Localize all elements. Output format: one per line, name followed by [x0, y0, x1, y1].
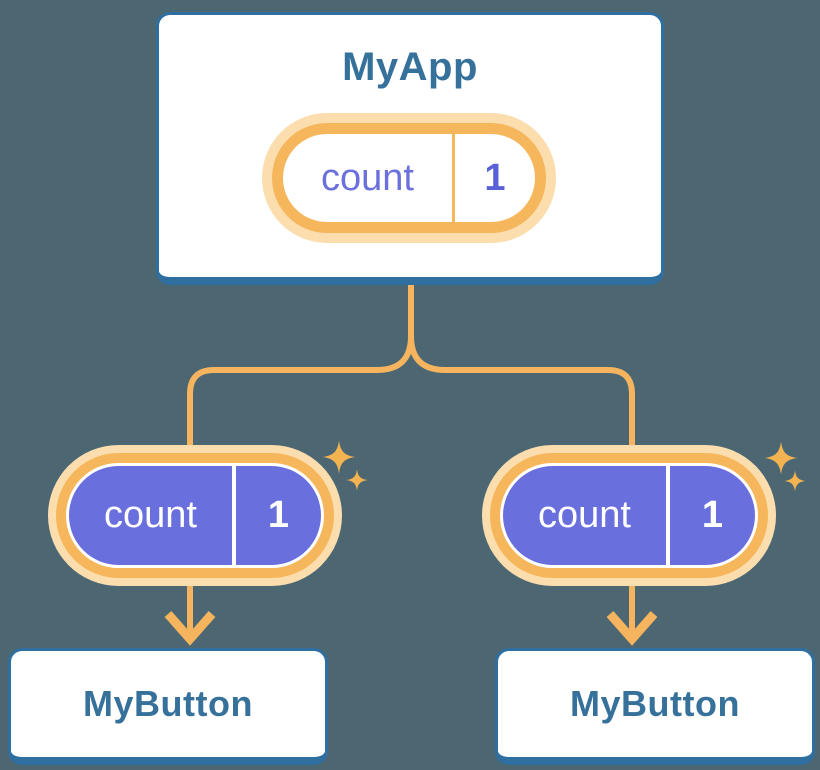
component-card-mybutton-right: MyButton	[495, 648, 815, 765]
prop-value: 1	[232, 466, 321, 565]
component-title: MyApp	[342, 45, 478, 89]
arrow-down-icon	[164, 611, 216, 646]
prop-pill-left: count 1	[48, 445, 342, 586]
component-card-mybutton-left: MyButton	[8, 648, 328, 765]
prop-value: 1	[666, 466, 755, 565]
state-pill-myapp: count 1	[262, 113, 556, 243]
arrow-down-icon	[606, 611, 658, 646]
prop-label: count	[104, 494, 197, 536]
prop-label: count	[538, 494, 631, 536]
component-title: MyButton	[570, 683, 740, 724]
state-label: count	[321, 156, 414, 199]
component-title: MyButton	[83, 683, 253, 724]
state-value: 1	[452, 134, 535, 222]
prop-pill-right: count 1	[482, 445, 776, 586]
sparkle-icon	[764, 441, 806, 492]
